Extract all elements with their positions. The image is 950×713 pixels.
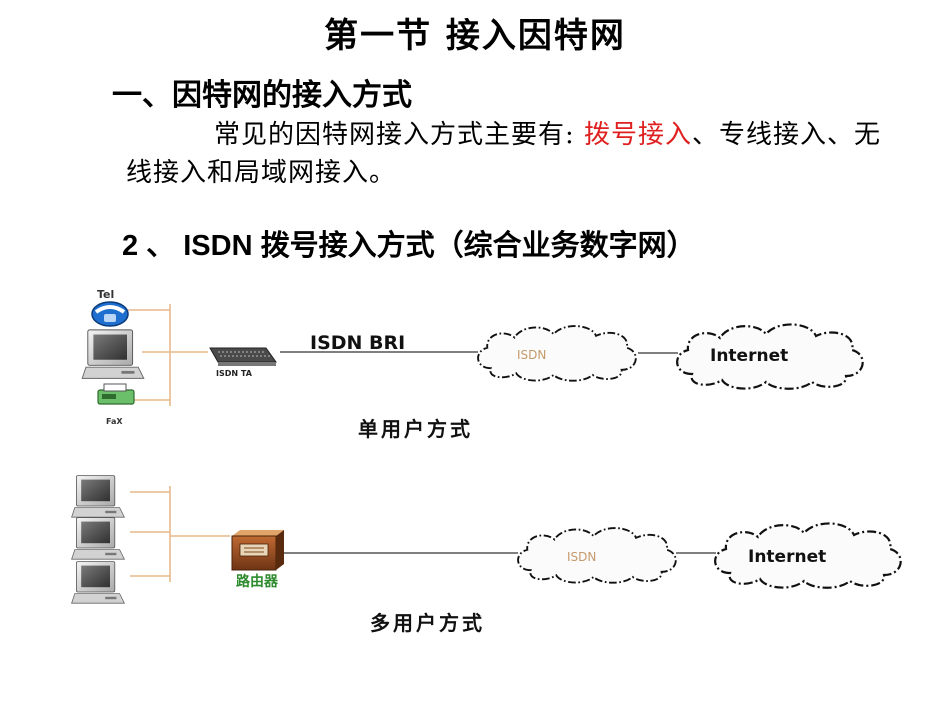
isdn-diagram: Tel FaX ISDN TA ISDN BRI ISDN Internet 单… [71, 288, 902, 635]
multi-isdn-cloud-label: ISDN [567, 550, 596, 564]
computer-1-icon [71, 475, 125, 518]
multi-user-diagram: 路由器 ISDN Internet 多用户方式 [71, 475, 902, 635]
isdn-cloud-icon [476, 324, 637, 382]
section-heading: 一、因特网的接入方式 [112, 78, 412, 113]
paragraph-text-before: 常见的因特网接入方式主要有: [214, 120, 585, 150]
computer-3-icon [71, 561, 125, 604]
multi-internet-cloud-label: Internet [748, 547, 826, 567]
intro-paragraph: 常见的因特网接入方式主要有: 拨号接入、专线接入、无线接入和局域网接入。 [126, 116, 896, 192]
isdn-cloud-label: ISDN [517, 348, 546, 362]
paragraph-text-after: 、专线接入、无线接入和局域网接入。 [126, 120, 882, 188]
computer-2-icon [71, 517, 125, 560]
isdn-bri-label: ISDN BRI [310, 332, 405, 354]
isdn-ta-icon [209, 347, 277, 366]
fax-icon [97, 383, 135, 405]
page-title: 第一节 接入因特网 [324, 16, 626, 56]
router-label: 路由器 [236, 573, 279, 590]
telephone-icon [91, 301, 129, 327]
internet-cloud-label: Internet [710, 346, 788, 366]
multi-user-caption: 多用户方式 [370, 611, 485, 635]
isdn-ta-label: ISDN TA [216, 369, 253, 378]
isdn-subheading: 2 、 ISDN 拨号接入方式（综合业务数字网） [122, 230, 696, 262]
computer-icon [81, 329, 145, 379]
paragraph-highlight: 拨号接入 [584, 120, 693, 150]
multi-isdn-cloud-icon [517, 526, 677, 584]
single-user-diagram: Tel FaX ISDN TA ISDN BRI ISDN Internet 单… [81, 288, 864, 441]
fax-label: FaX [106, 417, 123, 426]
router-icon [231, 530, 284, 571]
single-user-caption: 单用户方式 [358, 417, 473, 441]
tel-label: Tel [97, 288, 114, 301]
